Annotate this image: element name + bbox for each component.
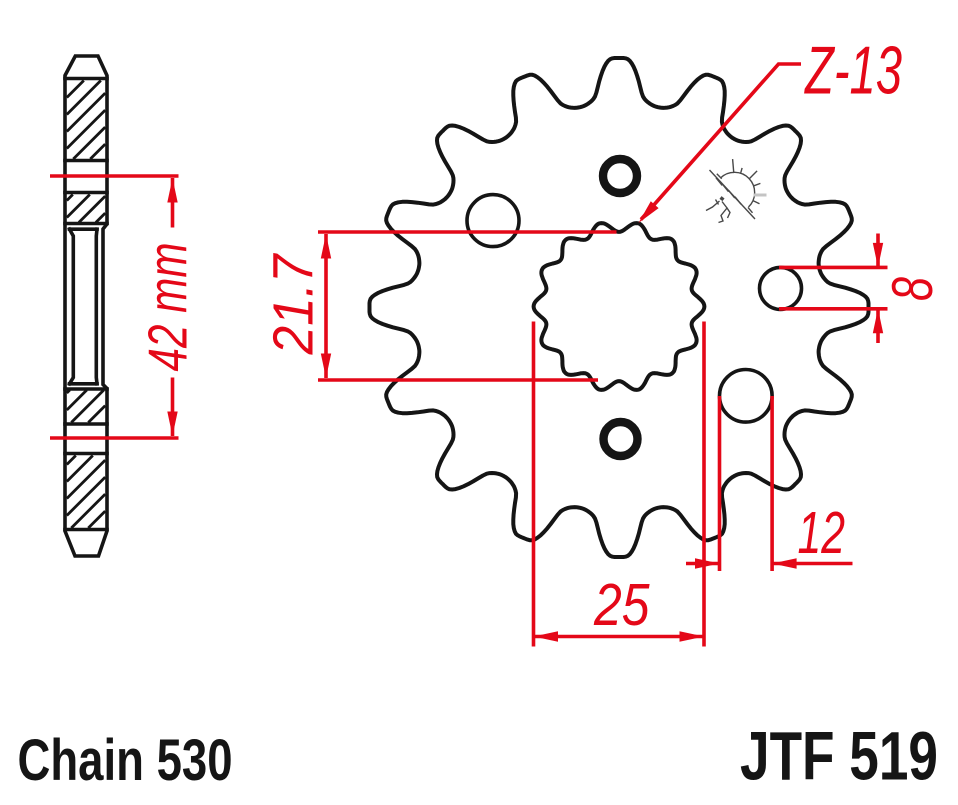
svg-text:21.7: 21.7 (262, 252, 325, 355)
svg-text:8: 8 (881, 277, 945, 301)
svg-text:25: 25 (593, 571, 650, 638)
svg-text:Z-13: Z-13 (804, 33, 903, 109)
svg-text:42 mm: 42 mm (137, 243, 199, 372)
svg-text:Chain 530: Chain 530 (18, 728, 233, 793)
svg-text:JTF 519: JTF 519 (740, 718, 938, 795)
svg-text:12: 12 (798, 500, 846, 566)
